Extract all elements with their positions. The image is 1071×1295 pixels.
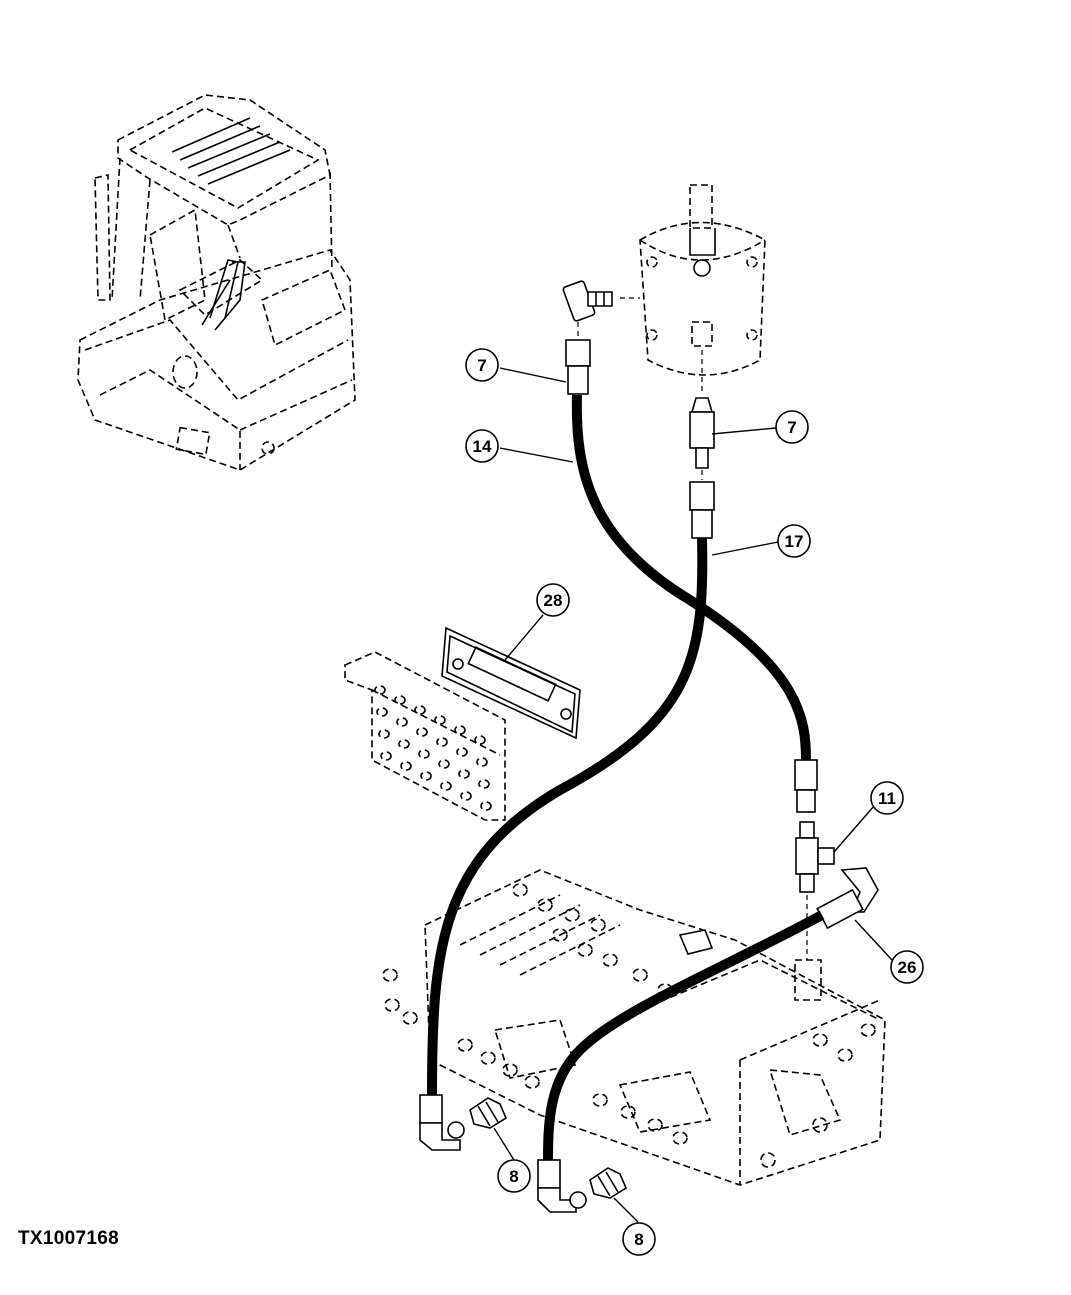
valve-port xyxy=(632,968,648,982)
valve-port xyxy=(837,1048,853,1062)
callout-11: 11 xyxy=(870,781,904,815)
valve-port xyxy=(672,1131,688,1145)
valve-port xyxy=(620,1105,636,1119)
valve-port xyxy=(457,1038,473,1052)
callout-8-right: 8 xyxy=(622,1222,656,1256)
callout-label: 8 xyxy=(634,1230,643,1249)
callout-label: 8 xyxy=(509,1167,518,1186)
plate-hole xyxy=(478,779,490,789)
callout-label: 7 xyxy=(477,356,486,375)
valve-port xyxy=(860,1023,876,1037)
valve-port xyxy=(564,908,580,922)
valve-port xyxy=(647,1118,663,1132)
plate-hole xyxy=(374,685,386,695)
callout-label: 26 xyxy=(898,958,917,977)
plate-hole xyxy=(476,757,488,767)
hose-14 xyxy=(565,339,818,813)
leader-lines xyxy=(493,367,893,1223)
tee-fitting xyxy=(795,821,835,960)
plate-hole xyxy=(480,801,492,811)
plate-hole xyxy=(440,781,452,791)
valve-port xyxy=(382,968,398,982)
excavator-overview xyxy=(77,94,356,471)
plate-hole xyxy=(414,705,426,715)
callout-7-right: 7 xyxy=(775,410,809,444)
valve-port xyxy=(524,1075,540,1089)
pattern-plate xyxy=(344,651,506,821)
valve-port xyxy=(402,1011,418,1025)
plate-hole xyxy=(420,771,432,781)
hose-26 xyxy=(537,867,879,1213)
plate-hole xyxy=(418,749,430,759)
callout-label: 17 xyxy=(785,532,804,551)
callout-17: 17 xyxy=(777,524,811,558)
callout-label: 14 xyxy=(473,437,492,456)
plate-hole xyxy=(400,761,412,771)
valve-port xyxy=(480,1051,496,1065)
valve-port xyxy=(512,883,528,897)
valve-port xyxy=(537,898,553,912)
callout-28: 28 xyxy=(536,583,570,617)
plate-hole xyxy=(438,759,450,769)
control-valve xyxy=(382,869,886,1186)
plate-hole xyxy=(396,717,408,727)
callout-label: 11 xyxy=(878,789,896,808)
valve-port xyxy=(552,928,568,942)
adapter-fittings xyxy=(447,1097,628,1209)
plate-hole xyxy=(378,729,390,739)
plate-hole xyxy=(436,737,448,747)
plate-hole xyxy=(380,751,392,761)
valve-port xyxy=(502,1063,518,1077)
hose-17 xyxy=(419,481,715,1151)
valve-port xyxy=(577,943,593,957)
pilot-valve xyxy=(620,184,766,392)
plate-hole xyxy=(376,707,388,717)
callout-8-left: 8 xyxy=(497,1159,531,1193)
callout-label: 7 xyxy=(787,418,796,437)
plate-hole xyxy=(454,725,466,735)
callout-7-left: 7 xyxy=(465,348,499,382)
valve-port xyxy=(602,953,618,967)
callout-label: 28 xyxy=(544,591,563,610)
plate-hole xyxy=(398,739,410,749)
figure-id: TX1007168 xyxy=(18,1228,119,1249)
plate-hole xyxy=(416,727,428,737)
callout-26: 26 xyxy=(890,950,924,984)
plate-hole xyxy=(458,769,470,779)
plate-hole xyxy=(456,747,468,757)
valve-port xyxy=(812,1033,828,1047)
valve-port xyxy=(590,918,606,932)
callout-14: 14 xyxy=(465,429,499,463)
elbow-fitting xyxy=(562,280,613,340)
valve-port xyxy=(592,1093,608,1107)
plate-hole xyxy=(394,695,406,705)
plate-hole xyxy=(434,715,446,725)
decal-28 xyxy=(441,626,581,740)
plate-hole xyxy=(474,735,486,745)
valve-port xyxy=(384,998,400,1012)
valve-port xyxy=(657,983,673,997)
plate-hole xyxy=(460,791,472,801)
straight-fitting xyxy=(689,397,715,480)
